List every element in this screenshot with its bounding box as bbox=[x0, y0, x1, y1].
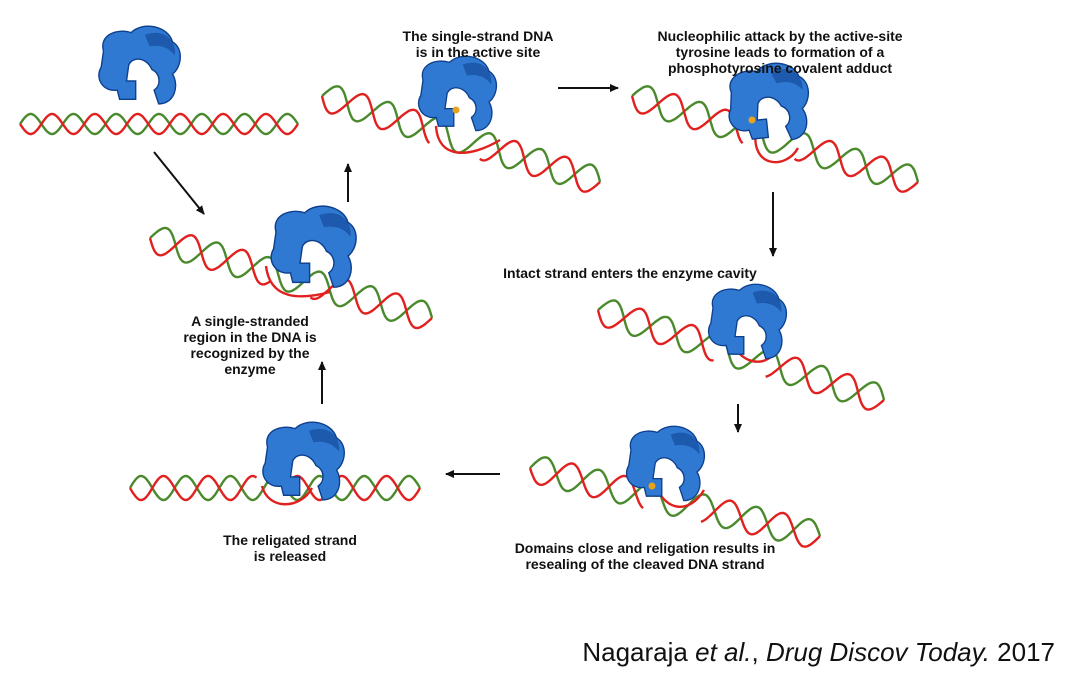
label-single-stranded-region: A single-stranded region in the DNA is r… bbox=[183, 313, 317, 377]
label-religated-strand: The religated strand is released bbox=[223, 532, 357, 564]
stage-covalent-adduct bbox=[630, 62, 920, 193]
dna-strand-red bbox=[19, 112, 299, 136]
dna-strand-red bbox=[630, 92, 919, 193]
dna-strand-red bbox=[128, 474, 422, 502]
enzyme-icon bbox=[270, 205, 357, 288]
enzyme-shade bbox=[752, 290, 782, 313]
separated-strand bbox=[264, 265, 331, 298]
enzyme-shade bbox=[462, 62, 492, 85]
tyrosine-marker bbox=[648, 482, 656, 490]
stage-strand-passage bbox=[596, 283, 886, 411]
cleaved-strand bbox=[754, 129, 800, 164]
citation: Nagaraja et al., Drug Discov Today. 2017 bbox=[582, 637, 1055, 667]
label-intact-strand: Intact strand enters the enzyme cavity bbox=[503, 265, 757, 281]
dna-strand-green bbox=[149, 226, 434, 323]
enzyme-icon bbox=[417, 55, 498, 132]
citation-et-al: et al. bbox=[695, 637, 752, 667]
dna-strand-red bbox=[596, 307, 885, 411]
dna-strand-red bbox=[320, 92, 601, 193]
label-domains-close: Domains close and religation results in … bbox=[514, 540, 776, 572]
stage-religation bbox=[528, 425, 822, 548]
stage-release bbox=[128, 421, 422, 506]
stage-active-site bbox=[320, 55, 602, 193]
released-strand bbox=[260, 485, 314, 506]
label-nucleophilic-attack: Nucleophilic attack by the active-site t… bbox=[657, 28, 903, 76]
dna-strand-green bbox=[597, 299, 886, 403]
stage-recognition bbox=[148, 205, 434, 330]
arrow-to-recognition bbox=[153, 151, 205, 215]
citation-year: 2017 bbox=[997, 637, 1055, 667]
separated-strand bbox=[434, 125, 501, 154]
tyrosine-marker bbox=[748, 116, 756, 124]
enzyme-shade bbox=[670, 432, 700, 455]
citation-journal: Drug Discov Today. bbox=[765, 637, 990, 667]
enzyme-icon bbox=[707, 283, 788, 360]
stage-free-dna bbox=[19, 25, 299, 136]
enzyme-icon bbox=[98, 25, 181, 105]
enzyme-shade bbox=[144, 32, 176, 56]
enzyme-shade bbox=[308, 428, 340, 452]
enzyme-icon bbox=[625, 425, 706, 502]
tyrosine-marker bbox=[452, 106, 460, 114]
enzyme-shade bbox=[319, 213, 351, 237]
dna-strand-green bbox=[631, 85, 920, 186]
dna-strand-green bbox=[529, 456, 822, 542]
enzyme-shade bbox=[770, 69, 803, 90]
citation-authors: Nagaraja bbox=[582, 637, 688, 667]
label-ss-dna-active-site: The single-strand DNA is in the active s… bbox=[402, 28, 554, 60]
dna-strand-green bbox=[19, 112, 299, 136]
dna-strand-green bbox=[321, 85, 602, 186]
enzyme-icon bbox=[262, 421, 345, 501]
